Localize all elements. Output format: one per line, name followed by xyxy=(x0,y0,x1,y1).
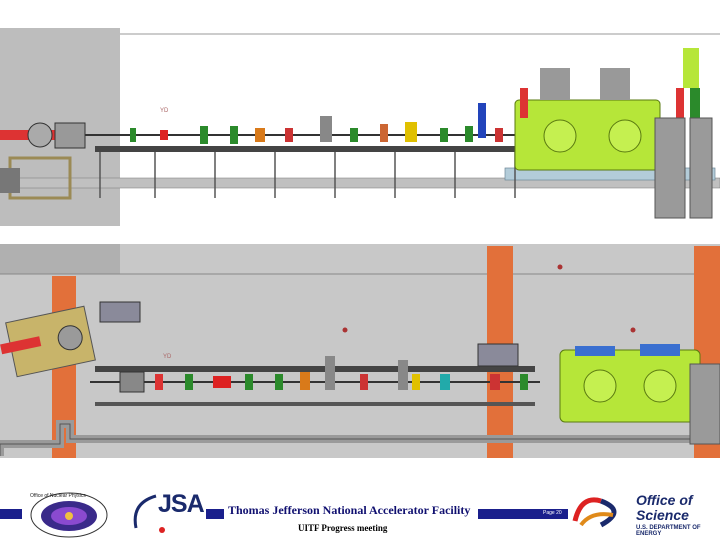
jsa-logo-icon xyxy=(126,488,206,538)
footer-bar-mid xyxy=(206,509,224,519)
doe-label: U.S. DEPARTMENT OF ENERGY xyxy=(636,525,701,537)
top-beamline-drawing: YD xyxy=(0,28,720,226)
office-of-science-line1: Office of xyxy=(636,492,693,508)
footer-bar-left xyxy=(0,509,22,519)
office-of-science-logo-icon xyxy=(571,491,711,531)
footer-bar-right xyxy=(478,509,568,519)
meeting-title: UITF Progress meeting xyxy=(298,523,388,533)
onp-logo-text: Office of Nuclear Physics xyxy=(30,493,86,499)
onp-logo-icon xyxy=(24,488,114,538)
page-number: Page 20 xyxy=(543,510,562,516)
facility-name: Thomas Jefferson National Accelerator Fa… xyxy=(228,503,471,517)
top-tag-label: YD xyxy=(160,108,169,114)
bottom-beamline-drawing: YD xyxy=(0,244,720,458)
bottom-tag-label: YD xyxy=(163,354,172,360)
jsa-logo-text: JSA xyxy=(158,490,205,518)
office-of-science-line2: Science xyxy=(636,507,689,523)
